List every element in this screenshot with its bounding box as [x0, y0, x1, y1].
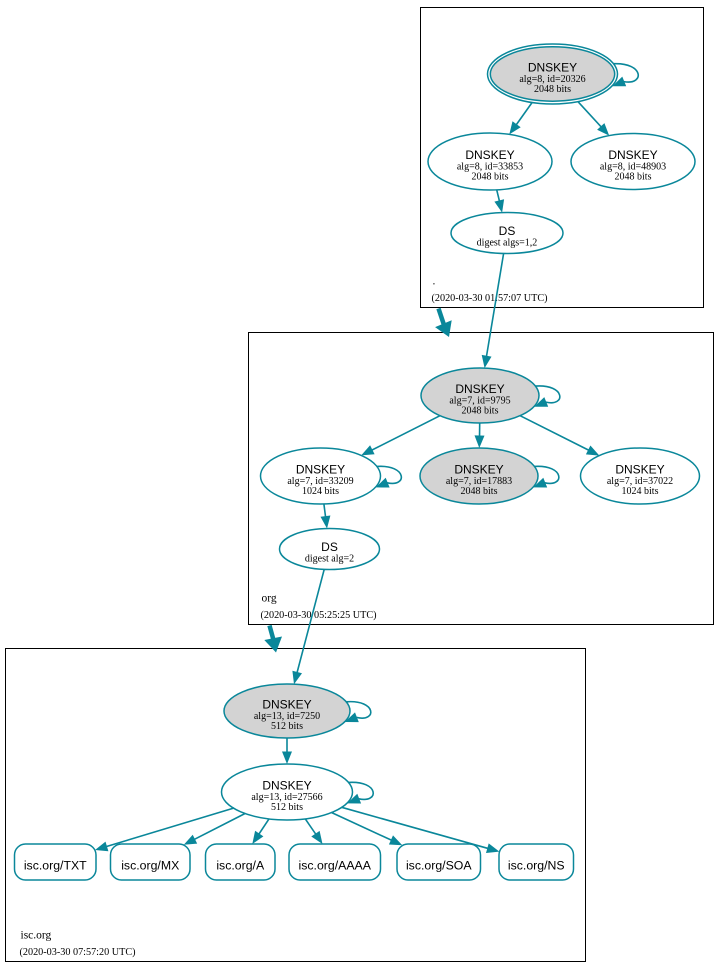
svg-text:2048 bits: 2048 bits	[615, 172, 652, 183]
svg-text:DS: DS	[321, 540, 338, 554]
svg-text:2048 bits: 2048 bits	[534, 84, 571, 95]
svg-text:digest alg=2: digest alg=2	[305, 554, 354, 565]
svg-text:(2020-03-30 07:57:20 UTC): (2020-03-30 07:57:20 UTC)	[20, 947, 136, 958]
svg-text:1024 bits: 1024 bits	[622, 486, 659, 497]
svg-text:isc.org/A: isc.org/A	[216, 859, 265, 873]
svg-text:digest algs=1,2: digest algs=1,2	[477, 238, 538, 249]
svg-text:alg=13, id=7250: alg=13, id=7250	[254, 711, 320, 722]
svg-text:DNSKEY: DNSKEY	[262, 698, 311, 712]
svg-text:alg=7, id=33209: alg=7, id=33209	[287, 476, 353, 487]
svg-text:alg=8, id=20326: alg=8, id=20326	[519, 74, 585, 85]
svg-text:alg=7, id=9795: alg=7, id=9795	[449, 395, 510, 406]
svg-text:(2020-03-30 01:57:07 UTC): (2020-03-30 01:57:07 UTC)	[432, 293, 548, 304]
svg-text:isc.org/SOA: isc.org/SOA	[406, 859, 472, 873]
svg-text:DNSKEY: DNSKEY	[454, 463, 503, 477]
svg-text:DNSKEY: DNSKEY	[615, 463, 664, 477]
svg-text:DNSKEY: DNSKEY	[528, 61, 577, 75]
svg-text:2048 bits: 2048 bits	[462, 406, 499, 417]
svg-text:isc.org: isc.org	[21, 930, 52, 942]
svg-text:2048 bits: 2048 bits	[472, 172, 509, 183]
svg-text:2048 bits: 2048 bits	[461, 486, 498, 497]
svg-text:alg=8, id=33853: alg=8, id=33853	[457, 161, 523, 172]
svg-text:DNSKEY: DNSKEY	[465, 148, 514, 162]
svg-text:alg=8, id=48903: alg=8, id=48903	[600, 161, 666, 172]
svg-text:isc.org/TXT: isc.org/TXT	[24, 859, 87, 873]
svg-text:alg=7, id=17883: alg=7, id=17883	[446, 476, 512, 487]
svg-text:DNSKEY: DNSKEY	[262, 779, 311, 793]
svg-text:512 bits: 512 bits	[271, 802, 303, 813]
svg-text:DNSKEY: DNSKEY	[608, 148, 657, 162]
svg-text:(2020-03-30 05:25:25 UTC): (2020-03-30 05:25:25 UTC)	[261, 610, 377, 621]
svg-text:isc.org/MX: isc.org/MX	[121, 859, 179, 873]
svg-text:alg=13, id=27566: alg=13, id=27566	[251, 792, 322, 803]
svg-text:DNSKEY: DNSKEY	[296, 463, 345, 477]
svg-text:DNSKEY: DNSKEY	[455, 382, 504, 396]
svg-text:DS: DS	[499, 224, 516, 238]
svg-text:org: org	[262, 593, 277, 605]
svg-text:1024 bits: 1024 bits	[302, 486, 339, 497]
svg-text:isc.org/NS: isc.org/NS	[508, 859, 565, 873]
svg-text:alg=7, id=37022: alg=7, id=37022	[607, 476, 673, 487]
svg-text:512 bits: 512 bits	[271, 721, 303, 732]
svg-text:.: .	[433, 276, 436, 288]
svg-text:isc.org/AAAA: isc.org/AAAA	[299, 859, 372, 873]
